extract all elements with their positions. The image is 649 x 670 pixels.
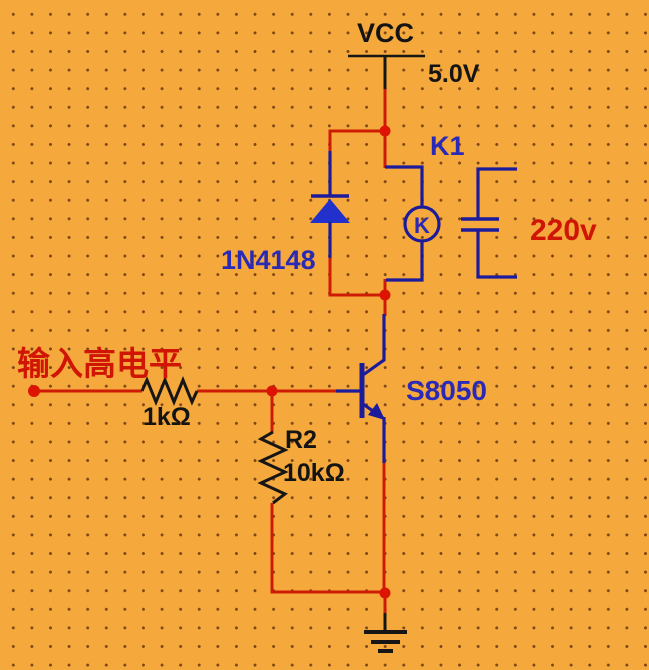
- transistor-label: S8050: [406, 375, 487, 406]
- r1-value-label: 1kΩ: [143, 403, 191, 431]
- diode-triangle: [310, 199, 350, 223]
- input-label: 输入高电平: [17, 345, 182, 382]
- relay-coil-letter: K: [414, 213, 430, 238]
- resistor-r1-symbol: [140, 376, 199, 406]
- relay-coil-top-lead: [385, 165, 424, 208]
- resistor-r2-symbol: [257, 430, 289, 505]
- relay-name-label: K1: [430, 131, 465, 161]
- contact-voltage-label: 220v: [530, 214, 597, 247]
- relay-contact-bottom-lead: [476, 230, 517, 279]
- wire-r2-bottom: [270, 503, 385, 594]
- transistor-collector: [362, 314, 386, 377]
- input-terminal-dot: [28, 385, 40, 397]
- relay-coil-bottom-lead: [386, 240, 424, 282]
- relay-contact-top-lead: [476, 167, 517, 219]
- junction-ground: [379, 587, 391, 599]
- junction-bottom: [379, 289, 391, 301]
- transistor-emitter-arrow: [368, 403, 385, 420]
- r2-value-label: 10kΩ: [283, 459, 345, 487]
- junction-base: [266, 385, 278, 397]
- vcc-label: VCC: [357, 18, 414, 48]
- voltage-label: 5.0V: [428, 60, 480, 88]
- diode-label: 1N4148: [221, 245, 316, 275]
- r2-name-label: R2: [285, 426, 317, 454]
- junction-top: [379, 125, 391, 137]
- wire-diode-bottom-jog: [328, 256, 385, 297]
- wire-diode-top-jog: [328, 129, 385, 153]
